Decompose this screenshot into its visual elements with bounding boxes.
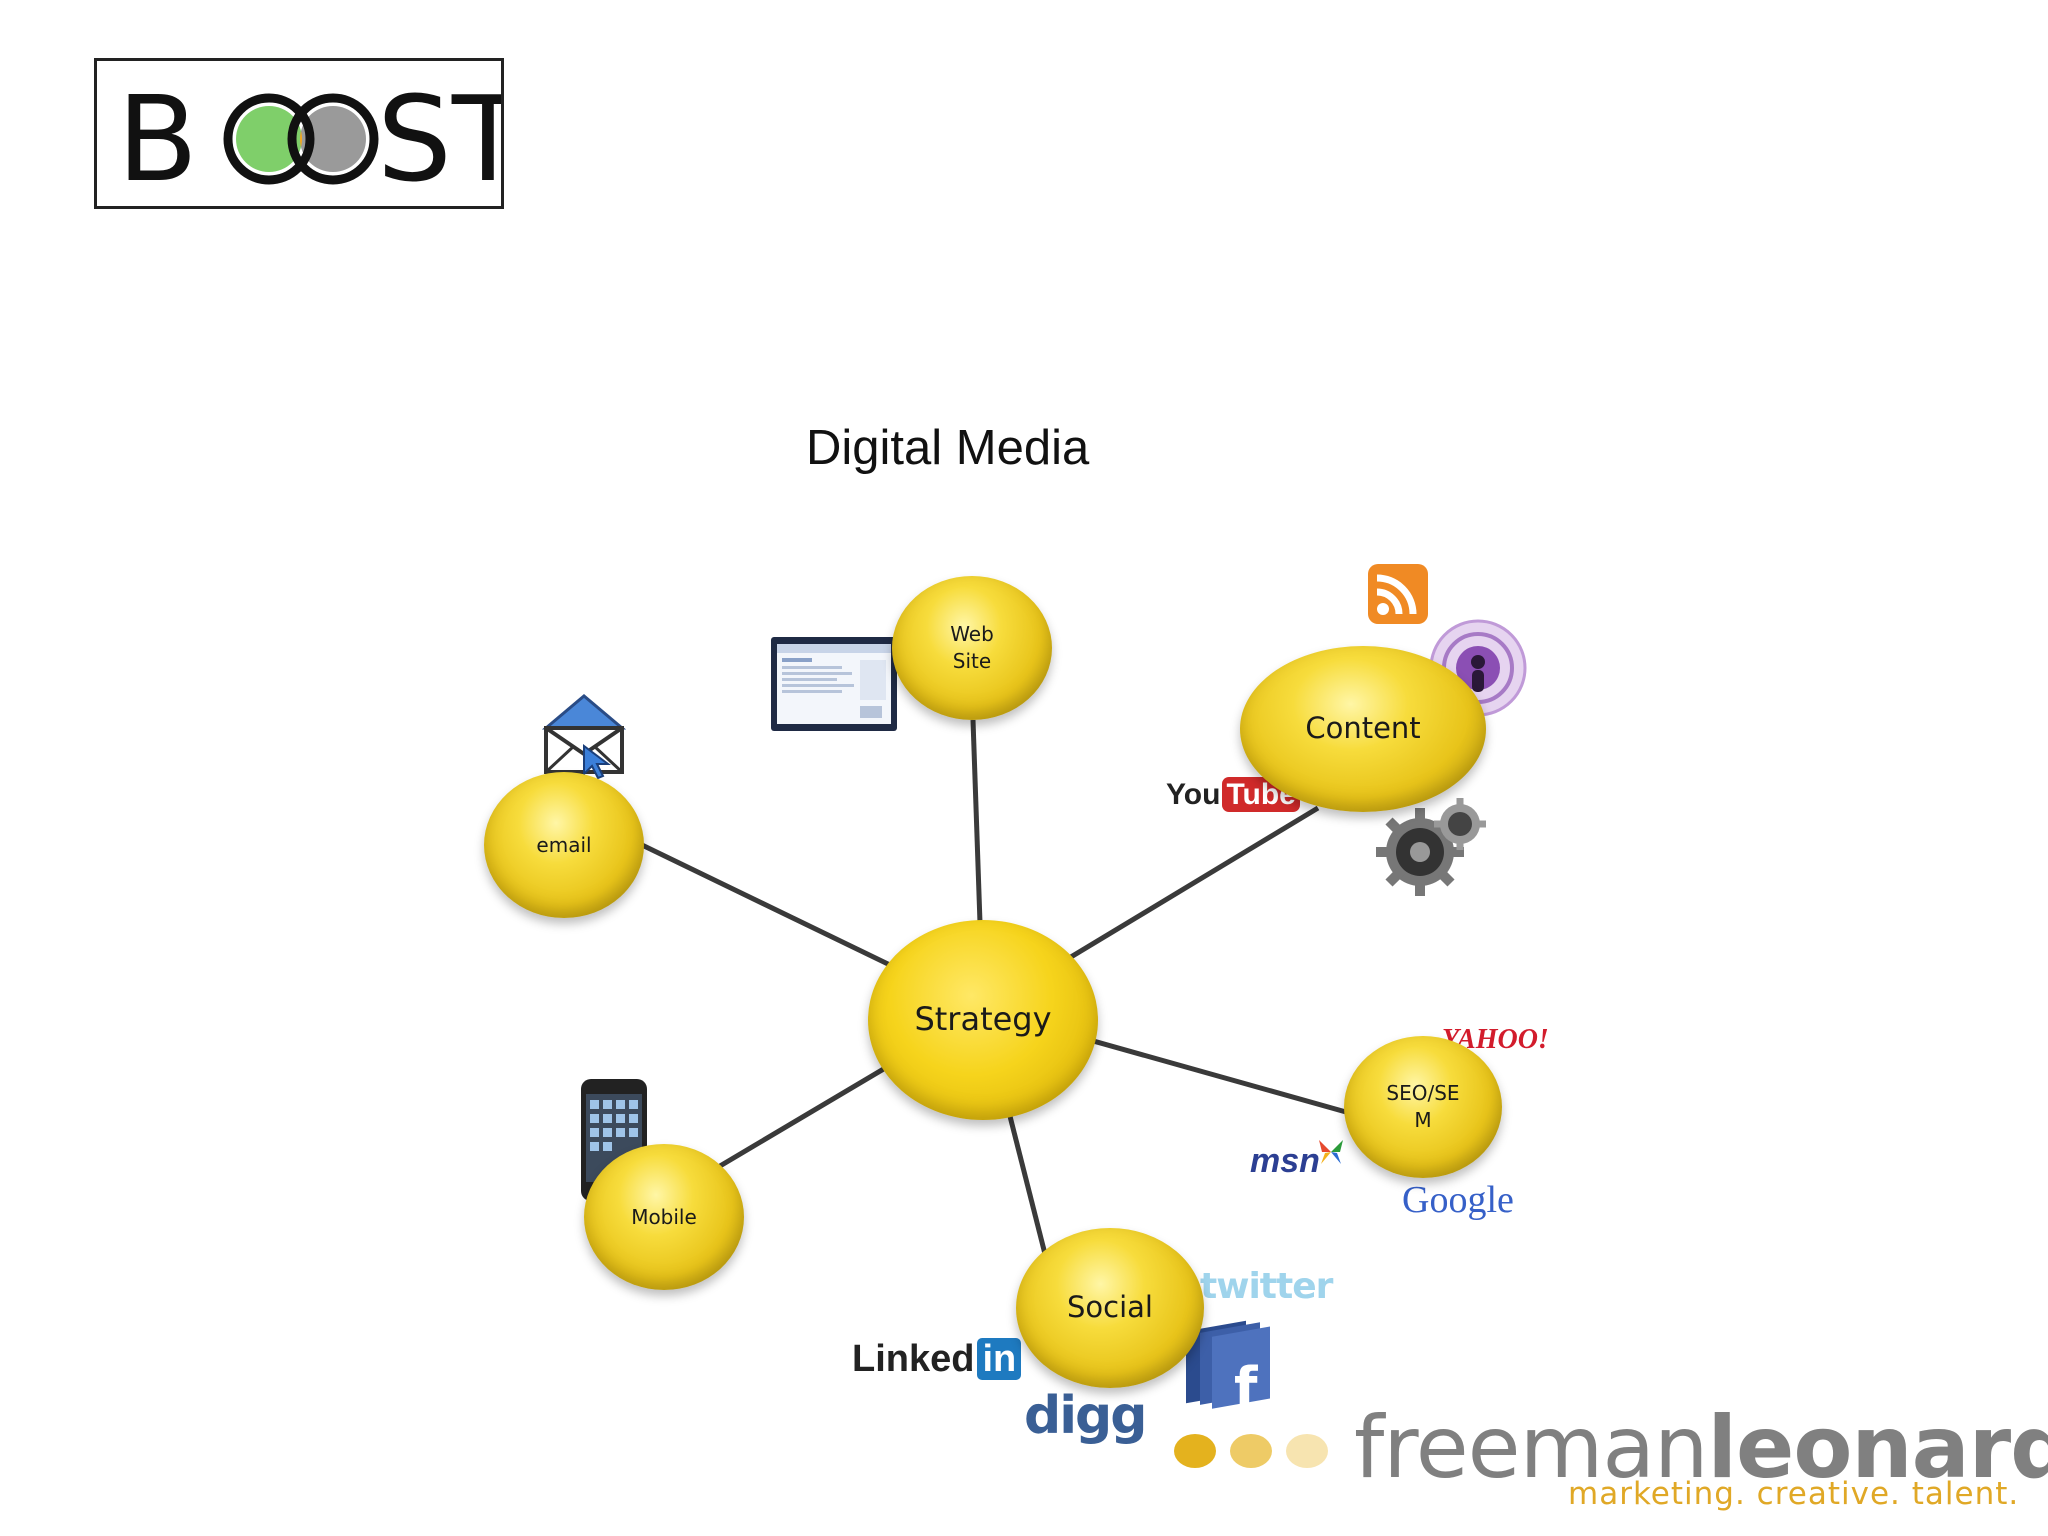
svg-text:B: B bbox=[117, 70, 198, 206]
freemanleonard-wordmark: freemanleonard bbox=[1354, 1398, 2048, 1498]
node-mobile[interactable]: Mobile bbox=[584, 1144, 744, 1290]
node-email[interactable]: email bbox=[484, 772, 644, 918]
rss-icon bbox=[1368, 564, 1428, 624]
node-seo-label-line2: M bbox=[1414, 1108, 1432, 1132]
email-envelope-icon bbox=[541, 694, 627, 780]
node-web-site-label-line1: Web bbox=[950, 622, 994, 646]
node-seo[interactable]: SEO/SE M bbox=[1344, 1036, 1502, 1178]
gears-icon bbox=[1376, 798, 1486, 896]
node-content[interactable]: Content bbox=[1240, 646, 1486, 812]
node-seo-label-line1: SEO/SE bbox=[1386, 1081, 1460, 1105]
node-strategy[interactable]: Strategy bbox=[868, 920, 1098, 1120]
node-web-site[interactable]: Web Site bbox=[892, 576, 1052, 720]
slide-title: Digital Media bbox=[806, 421, 1090, 475]
twitter-logo: twitter bbox=[1200, 1266, 1333, 1307]
svg-text:ST: ST bbox=[377, 70, 501, 206]
svg-text:f: f bbox=[1234, 1356, 1258, 1419]
browser-window-icon bbox=[771, 637, 897, 731]
node-social[interactable]: Social bbox=[1016, 1228, 1204, 1388]
msn-logo: msn bbox=[1250, 1142, 1320, 1180]
msn-butterfly-icon bbox=[1319, 1140, 1343, 1164]
freemanleonard-dot-2 bbox=[1230, 1434, 1272, 1468]
freemanleonard-name-bold: leonard bbox=[1707, 1398, 2048, 1498]
node-mobile-label: Mobile bbox=[631, 1204, 697, 1229]
facebook-icon: f bbox=[1186, 1320, 1270, 1419]
freemanleonard-dot-3 bbox=[1286, 1434, 1328, 1468]
node-social-label: Social bbox=[1067, 1290, 1153, 1325]
freemanleonard-dot-1 bbox=[1174, 1434, 1216, 1468]
boost-logo: B ST bbox=[94, 58, 504, 209]
node-strategy-label: Strategy bbox=[914, 1000, 1052, 1039]
node-content-label: Content bbox=[1305, 711, 1421, 746]
google-logo: Google bbox=[1402, 1179, 1514, 1221]
digg-logo: digg bbox=[1024, 1386, 1147, 1446]
freemanleonard-tagline: marketing. creative. talent. bbox=[1568, 1476, 2020, 1512]
node-email-label: email bbox=[536, 832, 592, 857]
node-web-site-label-line2: Site bbox=[952, 649, 992, 673]
freemanleonard-name-light: freeman bbox=[1354, 1398, 1709, 1498]
